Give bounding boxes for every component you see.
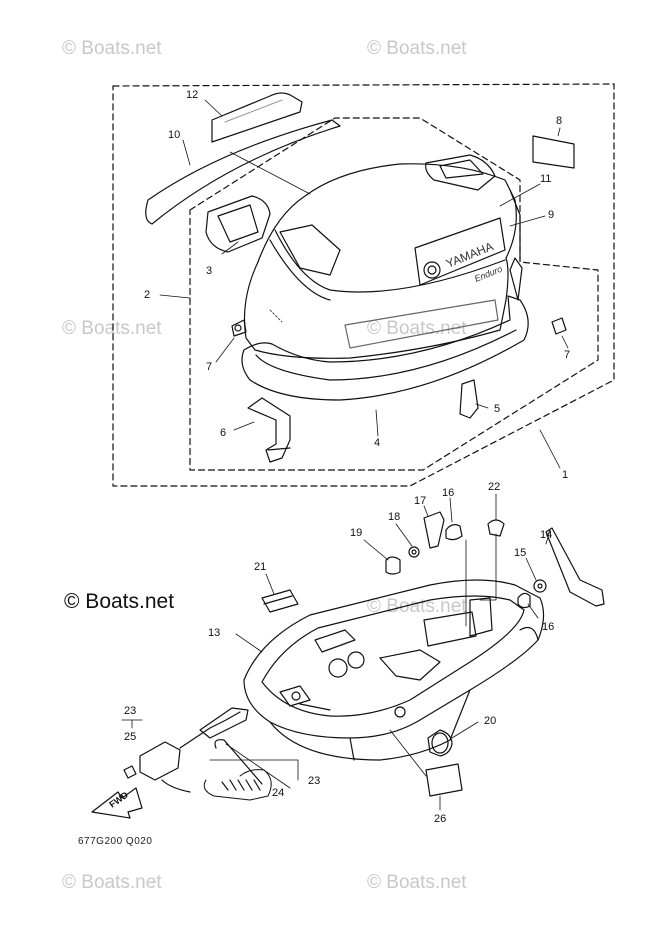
bolt-19	[385, 556, 401, 575]
grommet-21	[261, 589, 299, 613]
callout-8: 8	[556, 115, 562, 127]
lever-14	[545, 527, 605, 607]
callout-1: 1	[562, 469, 568, 481]
callout-23-side: 23	[308, 775, 320, 787]
watermark-main: © Boats.net	[64, 590, 175, 613]
callout-2: 2	[144, 289, 150, 301]
callout-19: 19	[350, 527, 362, 539]
callout-13: 13	[208, 627, 220, 639]
screw-7-right	[551, 317, 567, 335]
bottom-cowling-13	[243, 579, 545, 739]
callout-15: 15	[514, 547, 526, 559]
watermark: © Boats.net	[367, 596, 467, 617]
bracket-5	[459, 379, 479, 419]
callout-16-top: 16	[442, 487, 454, 499]
cowling-seal-4	[241, 295, 529, 401]
assembly-boundary-inner	[189, 117, 599, 471]
watermark: © Boats.net	[367, 38, 467, 59]
callout-6: 6	[220, 427, 226, 439]
callout-16-right: 16	[542, 621, 554, 633]
callout-24: 24	[272, 787, 284, 799]
callout-5: 5	[494, 403, 500, 415]
callout-14: 14	[540, 529, 552, 541]
seal-3	[205, 195, 271, 253]
fwd-label: FWD	[107, 789, 130, 809]
callout-17: 17	[414, 495, 426, 507]
cap-25	[123, 765, 137, 779]
callout-20: 20	[484, 715, 496, 727]
washer-18	[408, 546, 420, 558]
callout-23-top: 23	[124, 705, 136, 717]
label-26	[425, 763, 463, 797]
callout-7-right: 7	[564, 349, 570, 361]
callout-21: 21	[254, 561, 266, 573]
callout-10: 10	[168, 129, 180, 141]
callout-22: 22	[488, 481, 500, 493]
callout-4: 4	[374, 437, 380, 449]
watermark: © Boats.net	[62, 38, 162, 59]
watermark: © Boats.net	[62, 872, 162, 893]
stop-switch-23	[139, 741, 181, 781]
decal-10	[145, 119, 341, 225]
top-cowling-top	[257, 163, 517, 263]
callout-18: 18	[388, 511, 400, 523]
screw-7-left	[231, 319, 247, 337]
washer-15	[533, 579, 547, 593]
grommet-20	[427, 729, 453, 757]
callout-25: 25	[124, 731, 136, 743]
diagram-code: 677G200 Q020	[78, 836, 153, 847]
callout-3: 3	[206, 265, 212, 277]
decal-8	[532, 135, 575, 169]
watermark: © Boats.net	[367, 318, 467, 339]
fwd-arrow-icon	[91, 787, 143, 819]
collar-16-top	[445, 524, 463, 541]
collar-16-right	[517, 592, 531, 609]
assembly-boundary-outer	[112, 83, 615, 487]
callout-7-left: 7	[206, 361, 212, 373]
decal-12	[211, 92, 303, 143]
clip-22	[487, 519, 505, 537]
callout-26: 26	[434, 813, 446, 825]
watermark: © Boats.net	[62, 318, 162, 339]
callout-9: 9	[548, 209, 554, 221]
callout-12: 12	[186, 89, 198, 101]
watermark: © Boats.net	[367, 872, 467, 893]
lanyard-24	[214, 739, 263, 785]
clip-17	[423, 511, 445, 549]
bracket-6	[247, 397, 291, 463]
callout-11: 11	[540, 173, 551, 185]
